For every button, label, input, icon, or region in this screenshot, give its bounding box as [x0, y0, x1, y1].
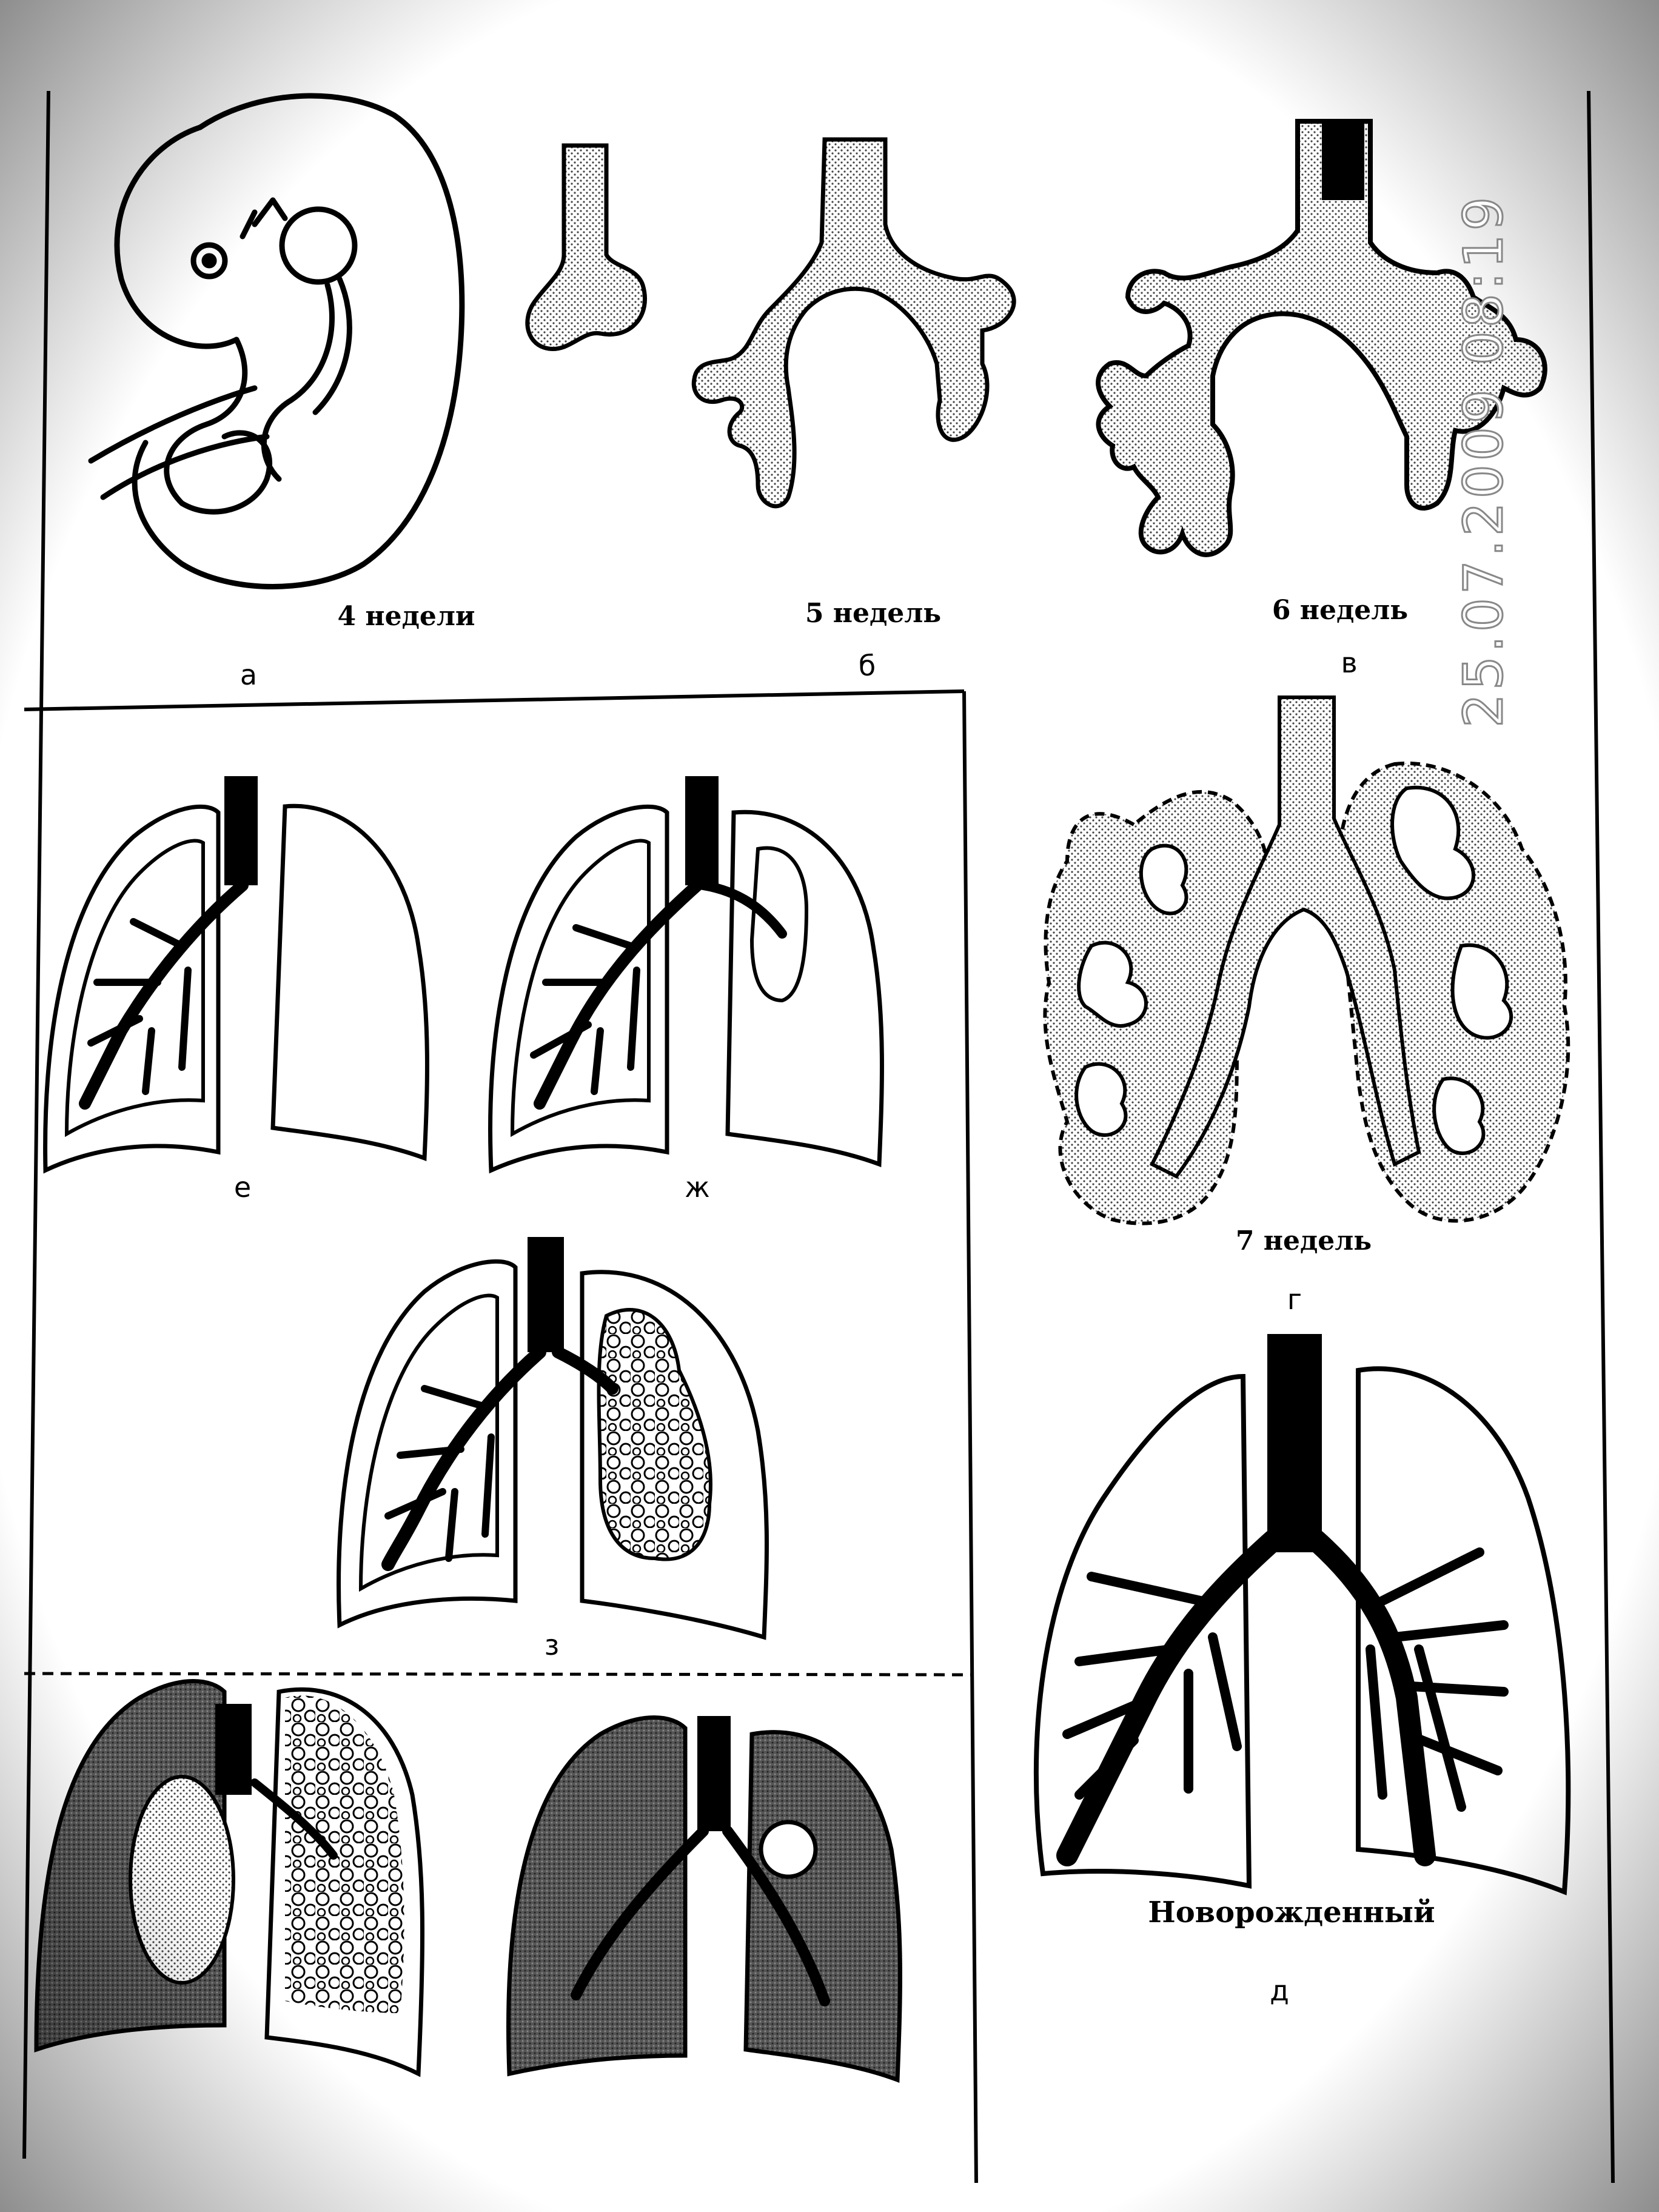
date-stamp: 25.07.2009 08:19: [1452, 192, 1516, 734]
letter-v: в: [1341, 646, 1358, 679]
letter-zh: ж: [685, 1171, 710, 1204]
letter-g: г: [1287, 1283, 1302, 1316]
caption-7-weeks: 7 недель: [1235, 1225, 1372, 1256]
letter-d: д: [1270, 1974, 1289, 2007]
letter-z: з: [544, 1629, 560, 1661]
caption-5-weeks: 5 недель: [805, 598, 942, 629]
caption-newborn: Новорожденный: [1148, 1895, 1435, 1929]
letter-b: б: [858, 649, 876, 682]
letter-e: е: [233, 1171, 252, 1204]
date-stamp-text: 25.07.2009 08:19: [1452, 192, 1516, 728]
caption-4-weeks: 4 недели: [337, 601, 475, 632]
letter-a: а: [240, 659, 258, 691]
caption-6-weeks: 6 недель: [1272, 595, 1409, 626]
